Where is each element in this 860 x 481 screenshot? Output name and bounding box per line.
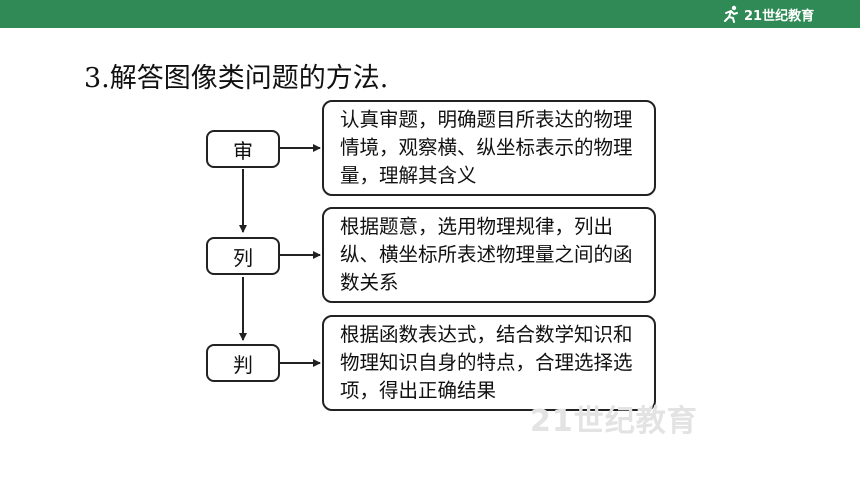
runner-icon	[724, 5, 738, 23]
step-box-lie: 列	[206, 237, 280, 275]
watermark: 21世纪教育	[530, 404, 698, 439]
description-box-pan: 根据函数表达式，结合数学知识和物理知识自身的特点，合理选择选项，得出正确结果	[322, 315, 656, 411]
page-title: 3.解答图像类问题的方法.	[84, 63, 389, 94]
top-banner: 21世纪教育	[0, 0, 860, 28]
description-box-lie: 根据题意，选用物理规律，列出纵、横坐标所表述物理量之间的函数关系	[322, 207, 656, 303]
logo-text: 21世纪教育	[744, 8, 815, 24]
brand-logo: 21世纪教育	[722, 3, 814, 25]
step-box-shen: 审	[206, 130, 280, 168]
step-box-pan: 判	[206, 344, 280, 382]
description-box-shen: 认真审题，明确题目所表达的物理情境，观察横、纵坐标表示的物理量，理解其含义	[322, 100, 656, 196]
